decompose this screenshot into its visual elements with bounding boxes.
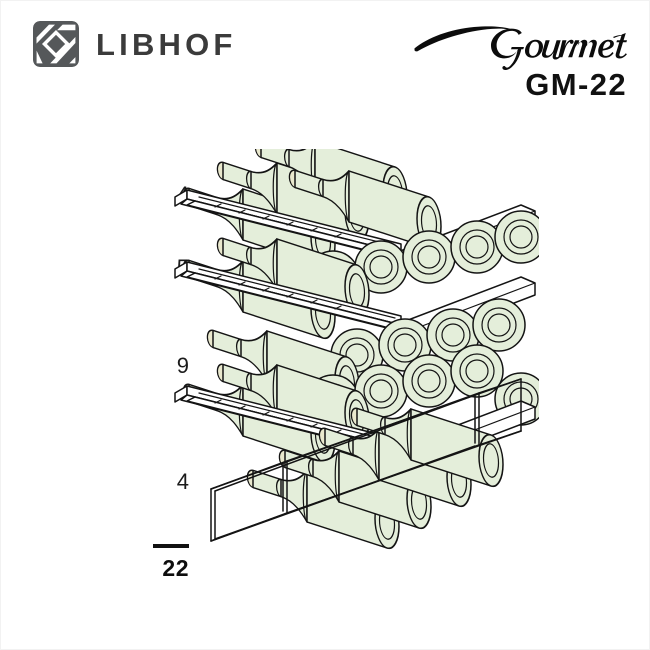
shelf-count-bottom: 4 xyxy=(176,469,189,494)
libhof-pinwheel-mark-icon xyxy=(33,21,79,67)
shelf-group-bottom-basket xyxy=(210,378,522,553)
series-script-wordmark xyxy=(412,15,627,71)
shelf-count-third: 9 xyxy=(176,353,189,378)
total-divider-rule xyxy=(153,544,189,548)
wire-basket-frame xyxy=(210,378,522,542)
product-model-code: GM-22 xyxy=(525,67,627,102)
shelf-rails-second xyxy=(174,261,410,332)
total-bottle-count: 22 xyxy=(162,555,189,581)
product-model-block: GM-22 xyxy=(412,15,627,100)
wine-rack-illustration: .ln { fill:none; stroke:#141414; stroke-… xyxy=(169,149,539,553)
shelf-group-second xyxy=(174,210,539,344)
brand-wordmark: LIBHOF xyxy=(96,26,237,62)
brand-block: LIBHOF xyxy=(33,21,237,67)
